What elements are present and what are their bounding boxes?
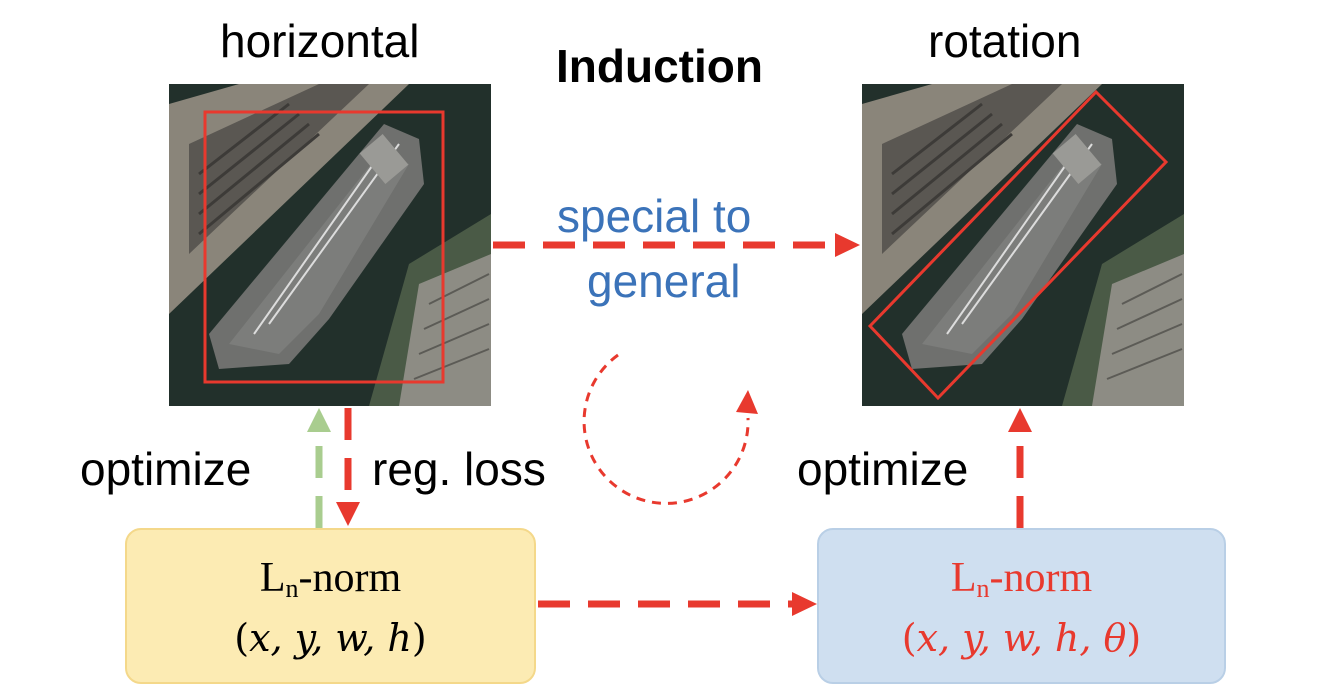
reg-loss-label: reg. loss <box>372 443 546 495</box>
induction-cycle-arrow <box>582 353 750 505</box>
norm-generalization-arrowhead <box>792 592 817 616</box>
optimize-right-arrowhead <box>1008 408 1032 432</box>
ln-norm-horizontal-box: Ln-norm (x, y, w, h) <box>125 528 536 684</box>
special-to-text: special to <box>557 190 752 242</box>
ln-norm-label-rotation: Ln-norm <box>950 555 1093 603</box>
optimize-left-arrowhead <box>307 408 331 432</box>
special-to-general-arrowhead <box>835 233 860 257</box>
general-text: general <box>587 255 741 307</box>
ln-norm-rotation-box: Ln-norm (x, y, w, h, θ) <box>817 528 1226 684</box>
params-xywh: (x, y, w, h) <box>234 616 427 660</box>
optimize-left-label: optimize <box>80 443 252 495</box>
heading-rotation: rotation <box>928 15 1082 67</box>
rotated-bounding-box <box>867 89 1169 401</box>
params-xywh-theta: (x, y, w, h, θ) <box>901 616 1142 660</box>
heading-horizontal: horizontal <box>220 15 420 67</box>
aerial-image-rotation <box>862 84 1184 406</box>
aerial-image-horizontal <box>169 84 491 406</box>
carrier-scene-horizontal <box>169 84 491 406</box>
ln-norm-label: Ln-norm <box>259 555 402 603</box>
horizontal-bounding-box <box>203 110 445 384</box>
optimize-right-label: optimize <box>797 443 969 495</box>
reg-loss-arrowhead <box>336 502 360 526</box>
induction-cycle-arrowhead <box>736 390 758 414</box>
heading-induction: Induction <box>556 40 763 92</box>
carrier-scene-rotation <box>862 84 1184 406</box>
